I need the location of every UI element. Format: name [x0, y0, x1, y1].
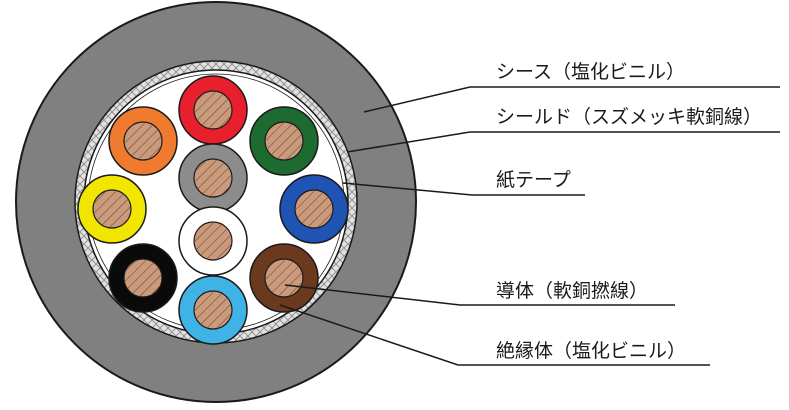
insulated-core: [178, 275, 248, 345]
leader-lines: [279, 86, 780, 366]
core-conductor-strands: [194, 291, 232, 329]
leader-line-paper-tape: [342, 182, 585, 196]
insulated-core: [249, 106, 319, 176]
core-conductor-strands: [194, 222, 232, 260]
core-conductor-strands: [93, 190, 131, 228]
label-insulation: 絶縁体（塩化ビニル）: [496, 340, 686, 362]
insulated-core: [108, 243, 178, 313]
core-conductor-strands: [194, 159, 232, 197]
core-conductor-strands: [265, 259, 303, 297]
insulated-core: [178, 143, 248, 213]
insulated-core: [279, 174, 349, 244]
label-shield: シールド（スズメッキ軟銅線）: [496, 106, 762, 128]
core-conductor-strands: [124, 122, 162, 160]
leader-line-sheath: [363, 86, 780, 113]
label-conductor: 導体（軟銅撚線）: [496, 280, 648, 302]
core-conductor-strands: [295, 190, 333, 228]
insulated-core: [108, 106, 178, 176]
leader-line-insulation: [279, 304, 710, 366]
insulated-core: [249, 243, 319, 313]
leader-line-conductor: [284, 284, 675, 306]
insulated-core: [178, 206, 248, 276]
insulated-core: [178, 75, 248, 145]
leader-line-shield: [346, 131, 780, 153]
core-conductor-strands: [265, 122, 303, 160]
core-conductor-strands: [194, 91, 232, 129]
cores-group: [77, 75, 349, 345]
label-paper-tape: 紙テープ: [496, 169, 571, 191]
insulated-core: [77, 174, 147, 244]
label-sheath: シース（塩化ビニル）: [496, 61, 685, 83]
core-conductor-strands: [124, 259, 162, 297]
